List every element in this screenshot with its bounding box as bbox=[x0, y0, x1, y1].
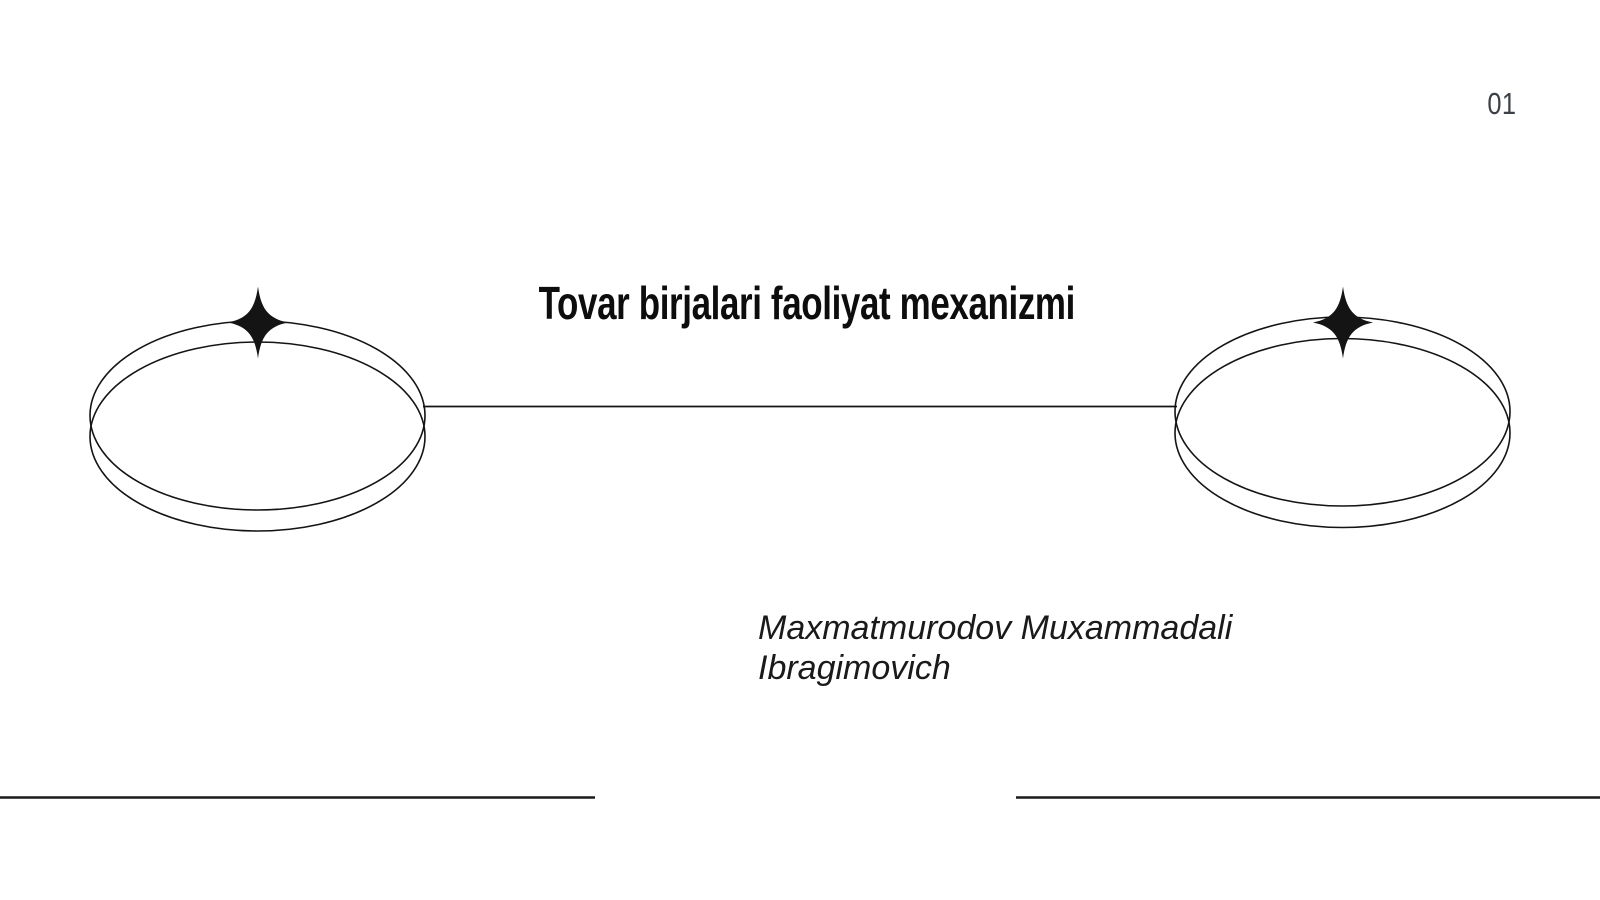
right-ring-lower-ellipse bbox=[1174, 337, 1511, 529]
slide-title: Tovar birjalari faoliyat mexanizmi bbox=[538, 277, 1076, 329]
page-number: 01 bbox=[1486, 86, 1516, 121]
left-ring-lower-ellipse bbox=[89, 341, 426, 532]
author-name-line1: Maxmatmurodov Muxammadali bbox=[758, 609, 1233, 647]
author-block: Maxmatmurodov Muxammadali Ibragimovich bbox=[758, 608, 1232, 688]
title-row: Tovar birjalari faoliyat mexanizmi bbox=[0, 278, 1600, 329]
author-name-line2: Ibragimovich bbox=[758, 649, 951, 687]
left-sparkle-star-icon bbox=[228, 286, 288, 359]
right-sparkle-star-icon bbox=[1313, 286, 1373, 359]
